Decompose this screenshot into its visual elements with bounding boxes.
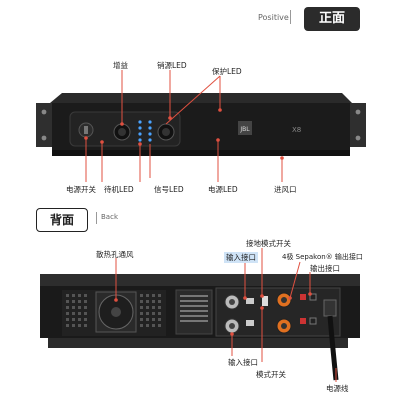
front-badge: 正面 [304,7,360,31]
label-input-jack-bottom: 输入接口 [228,358,258,367]
label-output-jack: 输出接口 [310,264,340,273]
label-air-inlet: 进风口 [274,185,297,194]
label-gain: 增益 [113,61,128,70]
label-limit-led: 销源LED [157,61,187,70]
brand-logo: JBL [239,126,250,133]
front-unit: JBL X8 [36,93,366,156]
label-power-led: 电源LED [208,185,238,194]
label-input-jack-top: 输入接口 [224,252,258,263]
label-power-switch: 电源开关 [66,185,96,194]
label-power-cord: 电源线 [326,384,349,393]
front-caption: Positive [258,13,289,22]
label-protect-led: 保护LED [212,67,242,76]
model-label: X8 [292,126,301,134]
rear-callouts [115,248,337,382]
label-standby-led: 待机LED [104,185,134,194]
back-badge: 背面 [36,208,88,232]
label-ground-switch: 接地模式开关 [246,239,291,248]
divider [290,10,291,24]
front-callouts [85,70,283,182]
label-signal-led: 信号LED [154,185,184,194]
divider [96,212,97,224]
label-speakon-output: 4极 Sepakon® 输出接口 [282,253,363,261]
rear-unit [40,274,360,381]
label-vent: 散热孔通风 [96,250,134,259]
label-mode-switch: 模式开关 [256,370,286,379]
back-caption: Back [101,213,118,221]
